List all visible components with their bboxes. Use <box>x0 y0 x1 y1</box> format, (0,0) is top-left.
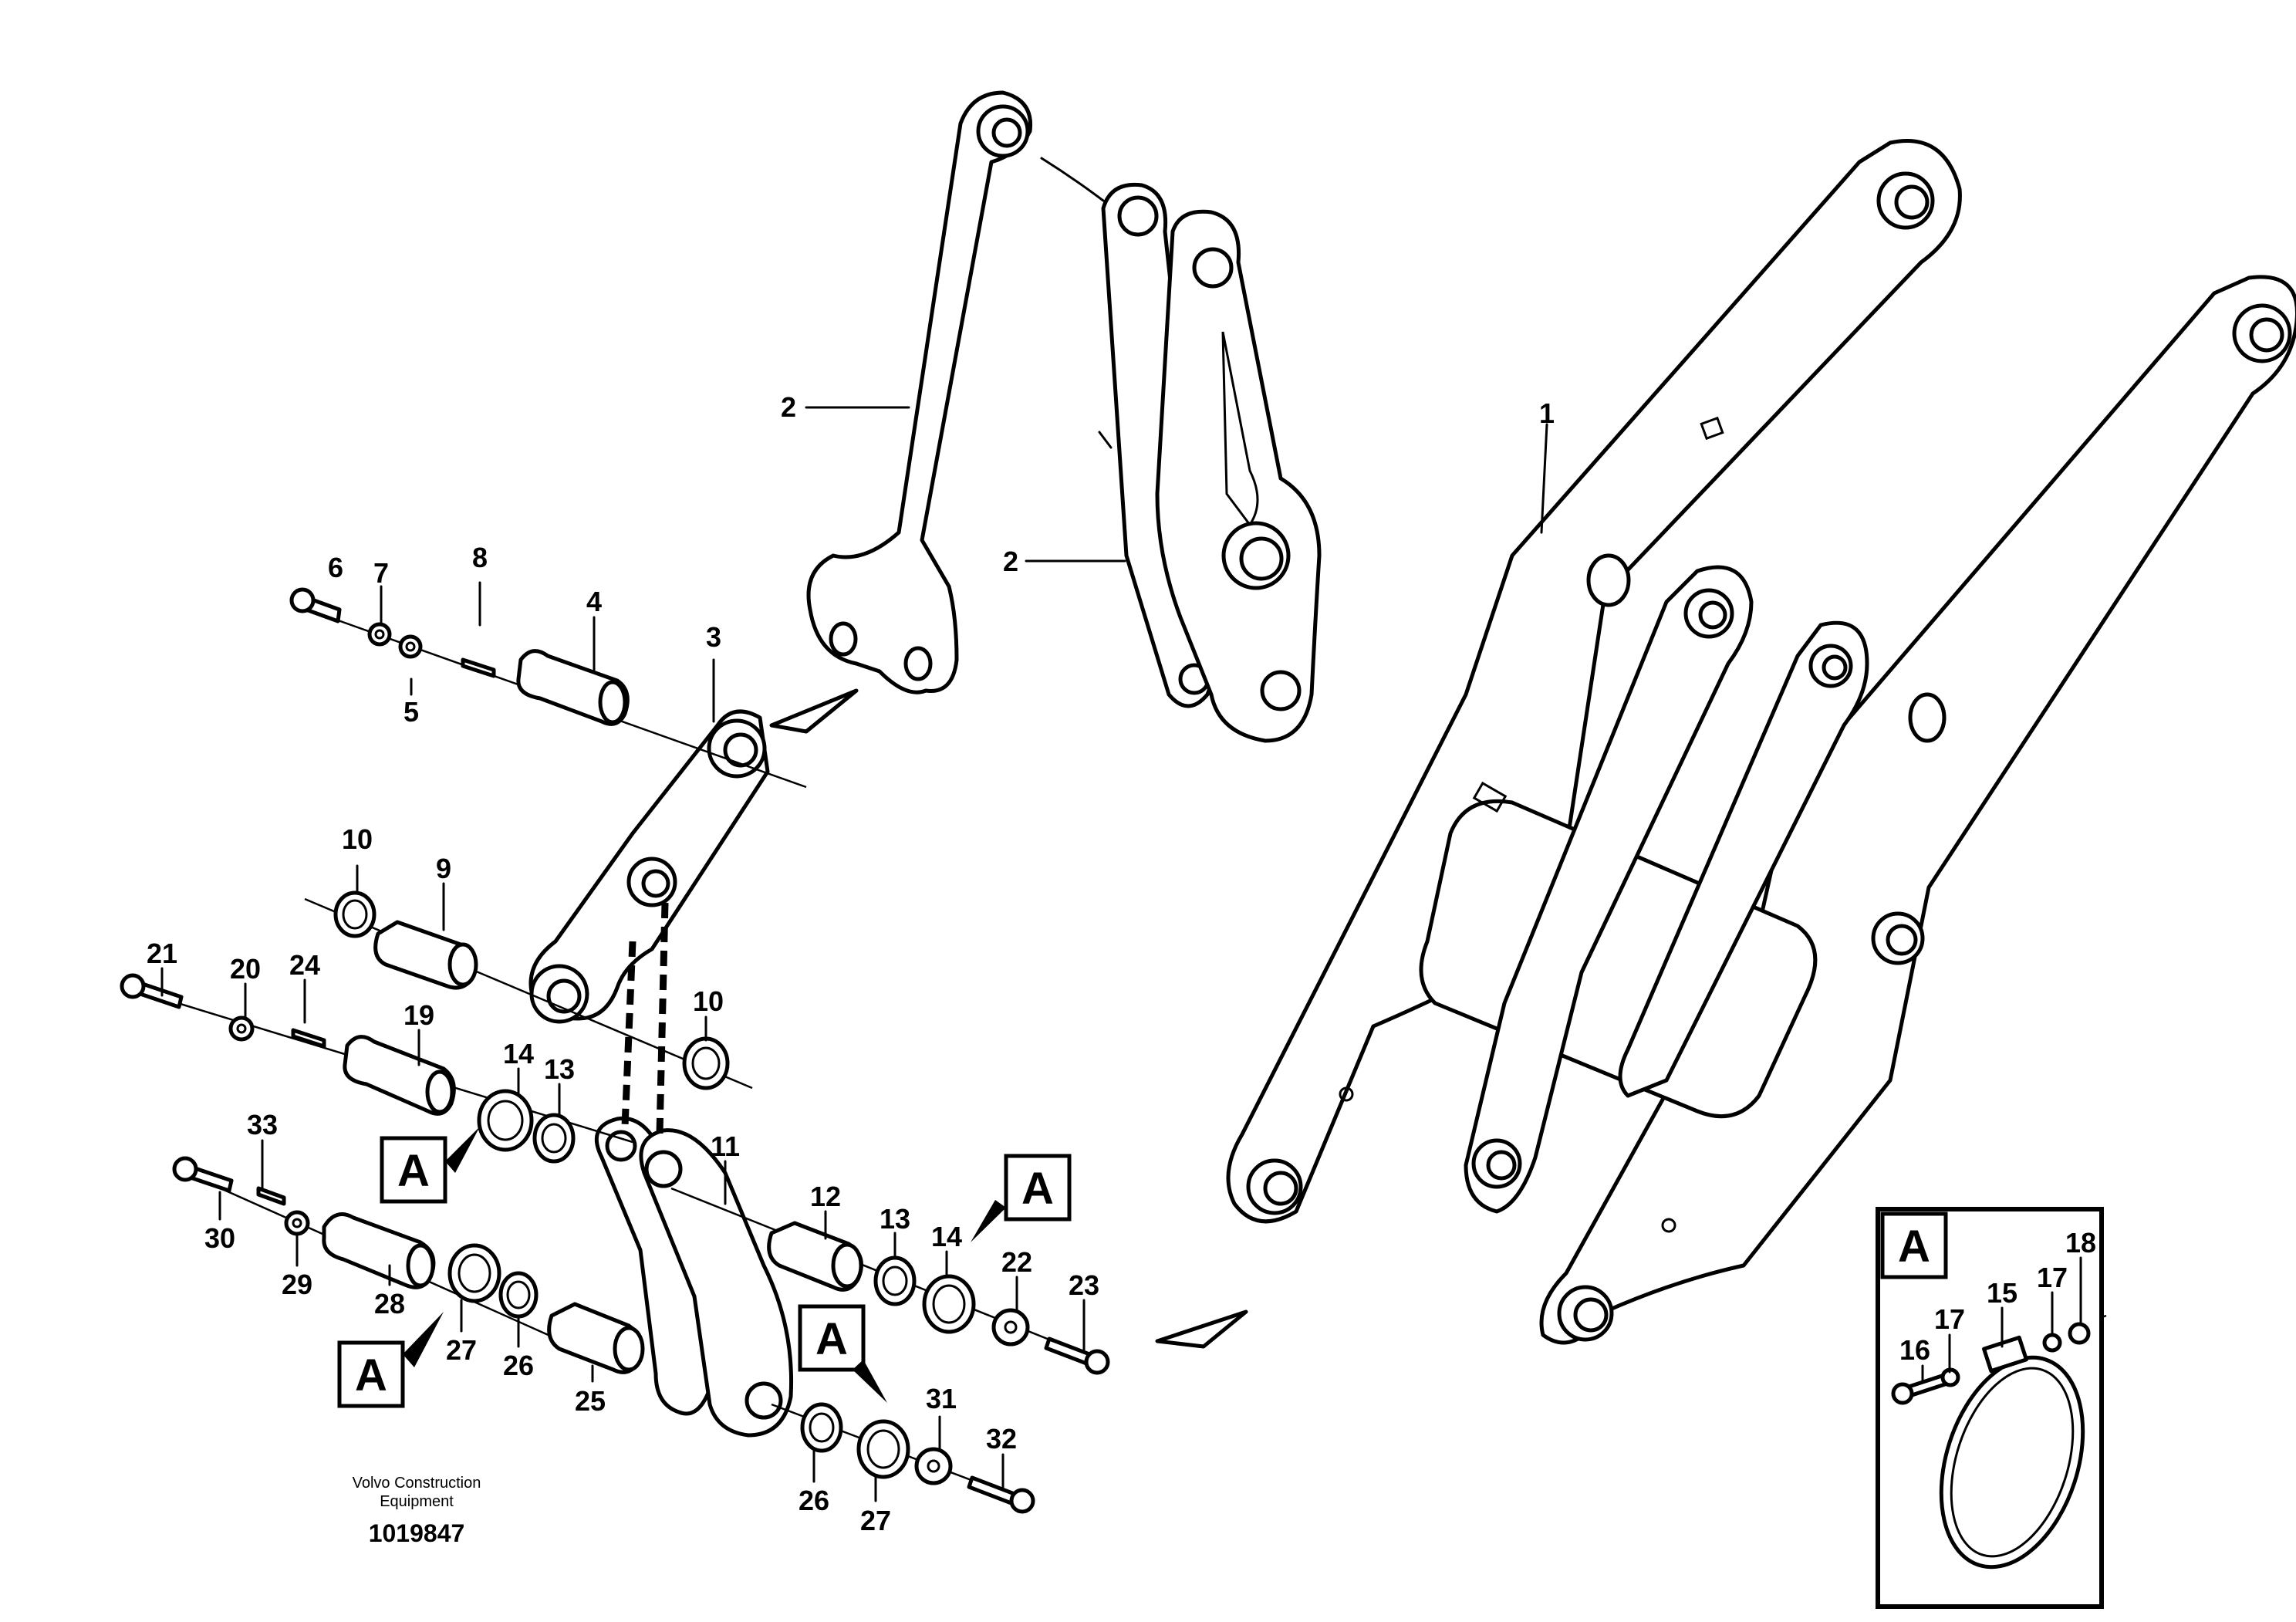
detail-a-box: A <box>1876 1207 2104 1609</box>
svg-text:A: A <box>1021 1164 1054 1214</box>
pin-4-group <box>289 587 630 726</box>
label-part-33: 33 <box>247 1109 278 1140</box>
tilt-rod <box>806 90 1033 694</box>
washer-group-lower <box>800 1402 1035 1514</box>
marker-a-1: A <box>380 1127 480 1204</box>
label-part-9: 9 <box>436 853 451 884</box>
brand-line-2: Equipment <box>380 1493 454 1510</box>
label-part-14-upper: 14 <box>503 1038 534 1070</box>
label-part-17-left: 17 <box>1934 1303 1965 1335</box>
label-part-18: 18 <box>2065 1227 2096 1259</box>
label-part-14-lower: 14 <box>931 1221 962 1252</box>
label-part-3: 3 <box>706 621 721 653</box>
pin-28-group <box>172 1156 539 1319</box>
label-part-12: 12 <box>810 1181 841 1212</box>
lift-arm-frame <box>1226 139 2296 1345</box>
brand-line-1: Volvo Construction <box>353 1475 481 1492</box>
alignment-line-left <box>621 941 636 1127</box>
leader-lines <box>160 406 2082 1502</box>
detail-a-title: A <box>1898 1222 1930 1272</box>
label-part-10-upper: 10 <box>342 823 373 855</box>
pin-19-group <box>120 973 576 1164</box>
label-part-23: 23 <box>1069 1269 1099 1301</box>
label-part-7: 7 <box>373 557 389 589</box>
label-part-1: 1 <box>1539 397 1555 429</box>
label-part-19: 19 <box>403 999 434 1031</box>
svg-text:A: A <box>355 1350 387 1401</box>
label-part-2-bellcrank: 2 <box>1003 546 1018 577</box>
label-part-4: 4 <box>586 586 602 617</box>
label-part-2-rod: 2 <box>781 391 796 423</box>
drawing-number: 1019847 <box>369 1519 465 1547</box>
label-part-13-lower: 13 <box>880 1203 910 1235</box>
label-part-27-upper: 27 <box>446 1334 477 1366</box>
label-part-28: 28 <box>374 1288 405 1320</box>
label-part-17-right: 17 <box>2037 1262 2068 1293</box>
label-part-29: 29 <box>282 1269 312 1300</box>
label-part-26-lower: 26 <box>799 1485 829 1516</box>
label-part-13-upper: 13 <box>544 1053 575 1085</box>
bellcrank-pair <box>1040 157 1322 743</box>
part-labels: 1 2 2 3 4 5 6 7 8 9 10 10 11 12 13 13 14… <box>147 391 2096 1536</box>
label-part-8: 8 <box>472 542 488 573</box>
label-part-22: 22 <box>1001 1246 1032 1278</box>
clamp-ring <box>1939 1355 2085 1570</box>
label-part-11: 11 <box>711 1130 740 1162</box>
label-part-16: 16 <box>1899 1334 1930 1366</box>
marker-a-2: A <box>337 1312 444 1408</box>
label-part-32: 32 <box>986 1423 1017 1455</box>
marker-a-3: A <box>971 1154 1072 1242</box>
label-part-24: 24 <box>289 949 320 981</box>
label-part-10-lower: 10 <box>693 985 724 1017</box>
label-part-30: 30 <box>204 1222 235 1254</box>
direction-arrow-lower <box>1155 1309 1248 1349</box>
label-part-15: 15 <box>1987 1277 2017 1309</box>
label-part-31: 31 <box>926 1383 957 1414</box>
direction-arrow-upper <box>769 688 859 734</box>
label-part-27-lower: 27 <box>860 1505 891 1536</box>
boom-link-11 <box>594 1116 794 1438</box>
link-3 <box>528 709 770 1024</box>
svg-text:A: A <box>815 1314 848 1364</box>
bushing-25 <box>547 1302 645 1374</box>
marker-a-4: A <box>798 1304 887 1403</box>
alignment-line-right <box>656 902 669 1135</box>
svg-text:A: A <box>397 1146 430 1196</box>
bushing-12-group <box>767 1221 1110 1375</box>
label-part-5: 5 <box>403 696 419 728</box>
label-part-6: 6 <box>328 552 343 583</box>
label-part-25: 25 <box>575 1385 606 1417</box>
label-part-26-upper: 26 <box>503 1350 534 1381</box>
label-part-20: 20 <box>230 953 261 985</box>
footer: Volvo Construction Equipment 1019847 <box>353 1475 481 1547</box>
bushing-9-group <box>333 890 730 1090</box>
label-part-21: 21 <box>147 938 177 969</box>
